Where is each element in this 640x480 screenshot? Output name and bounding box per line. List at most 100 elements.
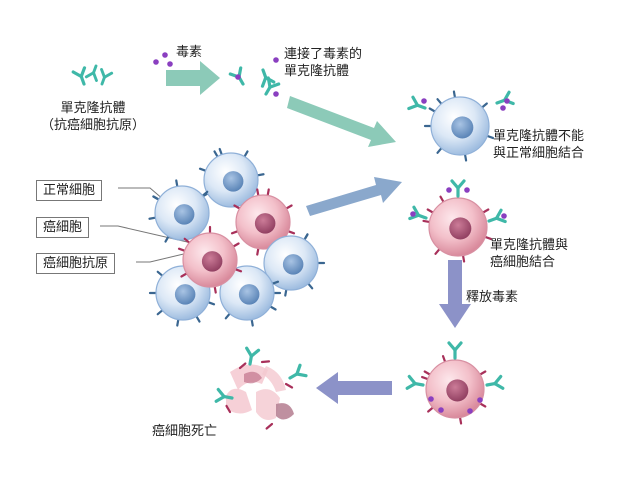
- antigen-fragment: [260, 360, 271, 364]
- antibody-arm-right: [456, 179, 466, 190]
- antibody-arm-right: [453, 341, 463, 352]
- antibody-arm-right: [103, 71, 114, 79]
- antibody-icon: [214, 387, 234, 403]
- antigen-fragment: [265, 422, 274, 430]
- toxin-dot: [421, 98, 427, 104]
- antibody-arm-right: [411, 95, 420, 107]
- nucleus-fragment: [276, 403, 294, 420]
- nucleus-fragment: [244, 371, 262, 384]
- normal-cell: [423, 90, 494, 162]
- toxin-dot: [273, 57, 279, 63]
- antibody-arm-right: [79, 66, 87, 79]
- arrow-release-toxin: [439, 260, 471, 328]
- cell-nucleus: [449, 217, 472, 240]
- antibody-icon: [407, 95, 427, 111]
- cell-fragment: [226, 388, 252, 414]
- cell-nucleus: [174, 284, 196, 305]
- antibody-label-line1: 單克隆抗體: [60, 101, 126, 116]
- cell-nucleus: [238, 284, 260, 305]
- cell-death-label: 癌細胞死亡: [152, 424, 218, 439]
- dead-cancer-cell: [214, 346, 308, 430]
- cancer-cell: [177, 225, 243, 294]
- cancer-cell: [230, 188, 296, 256]
- toxin-dot: [500, 105, 506, 111]
- antibody-icon: [485, 374, 505, 390]
- legend-cancer-antigen: 癌細胞抗原: [36, 253, 116, 274]
- toxin-dot: [428, 396, 434, 402]
- cell-nucleus: [446, 379, 469, 402]
- bind-label-line1: 單克隆抗體與: [490, 238, 569, 253]
- toxin-dot: [504, 98, 510, 104]
- conjugate-label: 連接了毒素的 單克隆抗體: [284, 46, 362, 80]
- toxin-dot: [477, 397, 483, 403]
- antibody-icon: [487, 208, 507, 224]
- toxin-dot: [235, 74, 241, 80]
- arrow-conjugate: [166, 61, 220, 95]
- toxin-dot: [167, 61, 173, 67]
- antibody-arm-right: [494, 216, 507, 224]
- antibody-icon: [260, 68, 276, 88]
- antigen-fragment: [284, 382, 294, 389]
- cell-nucleus: [282, 254, 304, 275]
- legend-cancer-cell: 癌細胞: [36, 217, 90, 238]
- antibody-icon: [245, 346, 261, 366]
- leader-cancer-antigen: [136, 251, 193, 263]
- cell-nucleus: [451, 116, 474, 139]
- toxin-dot: [467, 408, 473, 414]
- toxin-dot: [501, 213, 507, 219]
- no-bind-label-line1: 單克隆抗體不能: [493, 129, 585, 144]
- antigen-fragment: [225, 404, 232, 414]
- antibody-icon: [408, 205, 428, 221]
- antibody-icon: [405, 374, 425, 390]
- free-antibodies: [71, 64, 281, 96]
- antibody-arm-right: [493, 382, 505, 390]
- antibody-label-line2: （抗癌細胞抗原）: [40, 118, 145, 133]
- antibody-arm-right: [216, 387, 226, 399]
- normal-cell: [219, 265, 282, 327]
- leader-cancer-cell: [100, 225, 197, 245]
- cancer-cell: [421, 352, 487, 425]
- antibody-arm-right: [407, 374, 417, 386]
- cell-nucleus: [173, 204, 195, 225]
- normal-cell: [263, 233, 326, 297]
- toxin-dot: [273, 91, 279, 97]
- cell-fragment: [256, 389, 280, 420]
- antibody-label: 單克隆抗體 （抗癌細胞抗原）: [38, 100, 148, 134]
- arrow-to-normal-cell: [287, 96, 396, 147]
- arrow-to-cell-death: [316, 372, 392, 404]
- cell-nucleus: [222, 171, 244, 192]
- single-cells: [405, 90, 515, 425]
- antibody-icon: [100, 68, 114, 86]
- legend-normal-cell: 正常細胞: [36, 180, 103, 201]
- antibody-arm-right: [295, 372, 308, 378]
- antibody-arm-right: [84, 71, 95, 79]
- toxin-dot: [153, 59, 159, 65]
- conjugate-label-line2: 單克隆抗體: [284, 64, 350, 79]
- no-bind-label-line2: 與正常細胞結合: [493, 146, 585, 161]
- release-toxin-label: 釋放毒素: [466, 290, 519, 305]
- cell-nucleus: [201, 251, 223, 272]
- toxin-label: 毒素: [176, 45, 203, 60]
- toxin-dots: [153, 52, 279, 97]
- normal-cell: [148, 179, 210, 243]
- antibody-icon: [450, 179, 466, 198]
- cancer-cell: [422, 190, 492, 263]
- toxin-dot: [410, 211, 416, 217]
- no-bind-label: 單克隆抗體不能 與正常細胞結合: [493, 128, 584, 162]
- toxin-dot: [446, 187, 452, 193]
- toxin-dot: [464, 187, 470, 193]
- conjugate-label-line1: 連接了毒素的: [284, 47, 363, 62]
- antibody-icon: [71, 66, 87, 86]
- antibody-arm-right: [249, 348, 261, 358]
- antibody-arm-right: [260, 75, 268, 88]
- arrow-to-cell-mix: [306, 177, 402, 216]
- normal-cell: [198, 147, 265, 208]
- bind-label: 單克隆抗體與 癌細胞結合: [490, 237, 568, 271]
- cell-fragment: [262, 366, 286, 392]
- antibody-icon: [288, 363, 308, 380]
- antibody-icon: [84, 64, 98, 82]
- antigen-fragment: [238, 362, 247, 370]
- cell-cluster: [148, 147, 326, 327]
- toxin-dot: [162, 52, 168, 58]
